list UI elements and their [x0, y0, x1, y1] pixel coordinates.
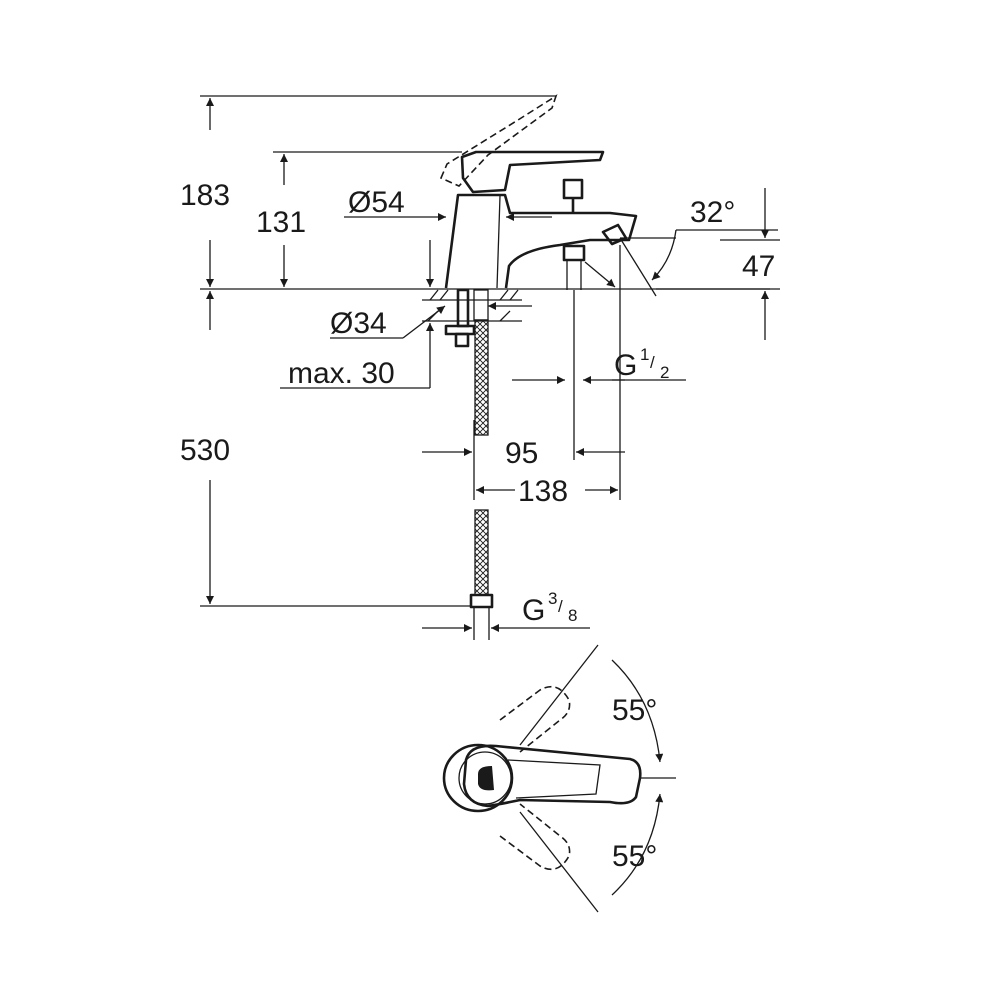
label-rotation-right: 55°	[612, 840, 657, 873]
label-hose-thread: G 3 / 8	[522, 589, 577, 627]
angle-line-lower	[519, 811, 599, 913]
label-lever-height: 131	[256, 206, 306, 239]
angle-arc-upper	[611, 659, 664, 763]
lever-left-position	[499, 685, 571, 753]
faucet-body	[444, 193, 638, 289]
hose-connector	[473, 289, 489, 321]
body-top-outer	[442, 743, 514, 813]
spray-angle-line	[619, 237, 657, 297]
leader-line	[584, 261, 616, 288]
hose-fitting	[469, 593, 494, 609]
mounting-fixture	[444, 288, 489, 348]
thread-denominator: 8	[568, 606, 577, 625]
faucet-side-view	[439, 94, 638, 290]
label-diverter-offset: 95	[505, 437, 538, 470]
thread-numerator: 1	[640, 345, 649, 364]
faucet-top-view	[442, 644, 676, 913]
lever-raised-outline	[439, 94, 558, 187]
thread-slash: /	[558, 597, 563, 616]
body-shadow-line	[496, 195, 501, 289]
thread-numerator: 3	[548, 589, 557, 608]
label-rotation-left: 55°	[612, 694, 657, 727]
label-spout-projection: 138	[518, 475, 568, 508]
angle-arc	[651, 229, 677, 281]
label-total-height: 183	[180, 179, 230, 212]
hose-braid-bottom	[474, 509, 489, 596]
label-hose-length: 530	[180, 434, 230, 467]
lever	[460, 150, 605, 194]
body-top-inner	[458, 751, 512, 805]
label-spout-angle: 32°	[690, 196, 735, 229]
angle-arc-lower	[611, 793, 664, 896]
dimension-labels: 183 131 Ø54 Ø34 max. 30 530 32° 47 G 1 /…	[180, 179, 775, 873]
thread-base: G	[614, 349, 637, 382]
label-body-diameter: Ø54	[348, 186, 405, 219]
flexible-hose	[469, 319, 494, 640]
diverter-knob	[562, 178, 584, 200]
lever-right-position	[499, 803, 571, 871]
label-outlet-thread: G 1 / 2	[614, 345, 669, 382]
leader-line	[402, 305, 446, 339]
thread-slash: /	[650, 353, 655, 372]
hose-braid-top	[474, 319, 489, 436]
deck-hatch	[427, 289, 519, 322]
thread-base: G	[522, 594, 545, 627]
lever-top-inner	[507, 759, 601, 799]
stud-end	[454, 332, 470, 348]
deck-plate	[400, 288, 770, 322]
lever-top	[462, 744, 642, 808]
thread-denominator: 2	[660, 363, 669, 382]
label-max-deck: max. 30	[288, 357, 395, 390]
label-outlet-height: 47	[742, 250, 775, 283]
brand-mark	[478, 766, 494, 791]
label-hole-diameter: Ø34	[330, 307, 387, 340]
bath-outlet	[562, 244, 586, 262]
dimension-lines	[200, 95, 780, 632]
angle-line-upper	[519, 644, 599, 746]
